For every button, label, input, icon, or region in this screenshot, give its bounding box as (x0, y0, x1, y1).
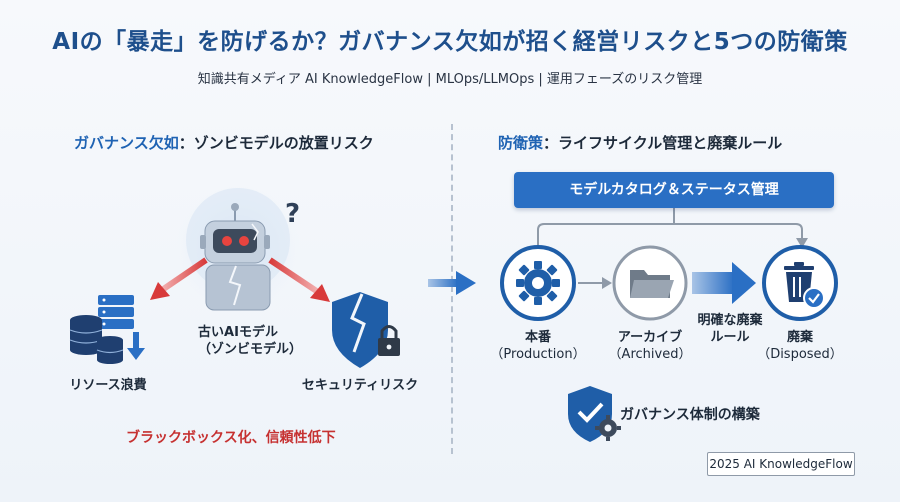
catalog-arrow-head (796, 238, 808, 248)
disposal-rule-arrow (692, 262, 756, 304)
stage-production-label: 本番 （Production） (488, 329, 588, 363)
catalog-connector (537, 208, 803, 246)
robot-label: 古いAIモデル （ゾンビモデル） (198, 324, 303, 358)
model-catalog-box: モデルカタログ＆ステータス管理 (514, 172, 834, 208)
robot-label-line2: （ゾンビモデル） (198, 342, 303, 357)
left-heading-accent: ガバナンス欠如 (74, 134, 179, 152)
disposal-rule-label: 明確な廃棄 ルール (690, 312, 770, 346)
stage-archived-node (612, 245, 688, 321)
stage-disposed-node (762, 245, 838, 321)
left-heading-rest: ：ゾンビモデルの放置リスク (178, 134, 374, 152)
question-mark: ? (285, 199, 300, 229)
stage-archived-sub: （Archived） (608, 347, 692, 362)
security-risk-label: セキュリティリスク (301, 378, 419, 393)
right-section-heading: 防衛策：ライフサイクル管理と廃棄ルール (498, 132, 782, 153)
copyright-badge: 2025 AI KnowledgeFlow (707, 452, 855, 476)
left-section-heading: ガバナンス欠如：ゾンビモデルの放置リスク (74, 132, 374, 153)
left-red-arrow (150, 257, 208, 300)
stage-disposed-sub: （Disposed） (757, 347, 843, 362)
stage-production-node (500, 245, 576, 321)
resource-waste-label: リソース浪費 (69, 378, 147, 393)
governance-label: ガバナンス体制の構築 (620, 407, 760, 423)
page-title: AIの「暴走」を防げるか？ガバナンス欠如が招く経営リスクと5つの防衛策 (52, 29, 848, 55)
stage-archived-name: アーカイブ (617, 330, 683, 345)
folder-icon (630, 270, 674, 298)
warning-text: ブラックボックス化、信頼性低下 (126, 430, 336, 446)
broken-shield-lock-icon (332, 292, 400, 368)
server-database-icon (69, 295, 145, 364)
transition-arrow (428, 271, 476, 295)
gear-icon (516, 261, 560, 305)
robot-icon (176, 186, 300, 311)
stage-production-name: 本番 (524, 330, 551, 345)
right-red-arrow (268, 257, 330, 302)
robot-label-line1: 古いAIモデル (198, 325, 278, 340)
trash-check-icon (784, 262, 825, 309)
governance-shield-icon (568, 386, 621, 442)
stage-disposed-label: 廃棄 （Disposed） (750, 329, 850, 363)
stage-archived-label: アーカイブ （Archived） (600, 329, 700, 363)
right-heading-rest: ：ライフサイクル管理と廃棄ルール (543, 134, 783, 152)
production-to-archive-arrow (578, 277, 612, 289)
stage-production-sub: （Production） (490, 347, 586, 362)
disposal-rule-line1: 明確な廃棄 (697, 313, 763, 328)
stage-disposed-name: 廃棄 (786, 330, 813, 345)
page-subtitle: 知識共有メディア AI KnowledgeFlow | MLOps/LLMOps… (197, 72, 703, 87)
right-heading-accent: 防衛策 (498, 134, 544, 152)
section-divider (451, 124, 453, 454)
disposal-rule-line2: ルール (710, 330, 750, 345)
